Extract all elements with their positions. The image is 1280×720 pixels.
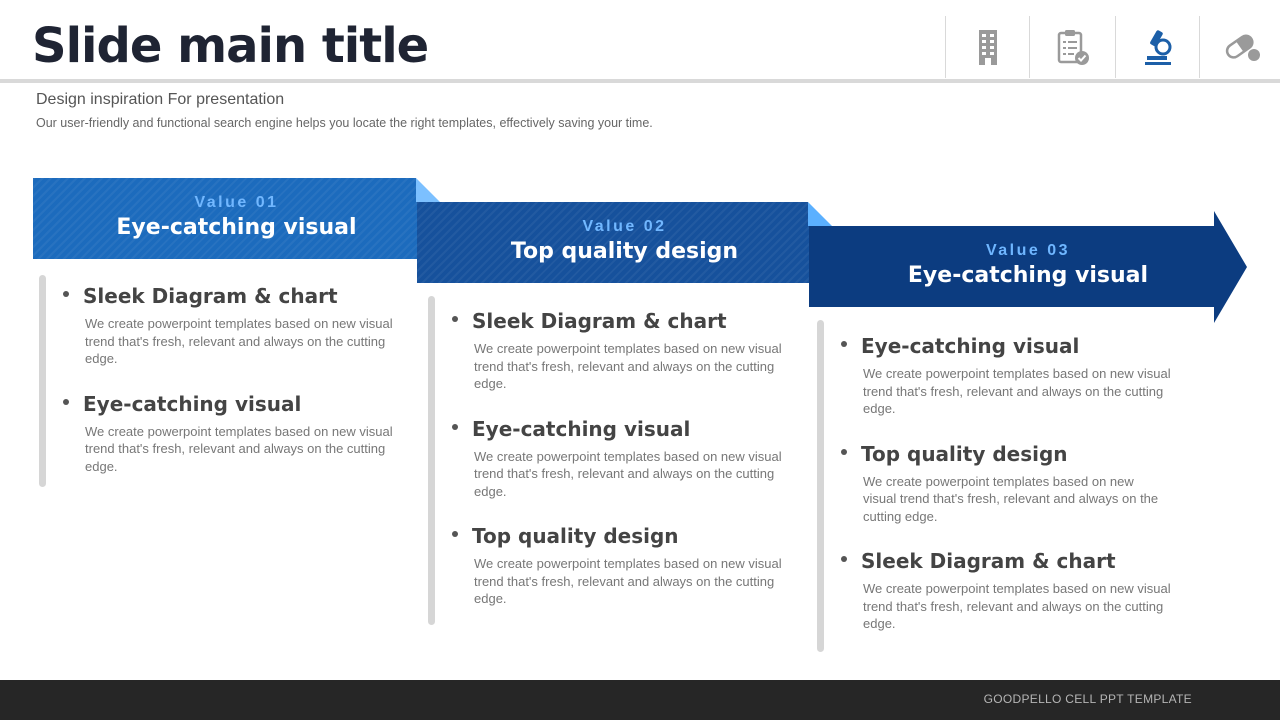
item-title: Top quality design [861, 441, 1068, 466]
clipboard-check-icon [1057, 30, 1089, 65]
bullet [63, 398, 69, 405]
item-title: Sleek Diagram & chart [472, 309, 727, 333]
value-heading: Eye-catching visual [907, 263, 1149, 288]
list-item: Top quality design We create powerpoint … [452, 522, 797, 608]
icon-tab-pill[interactable] [1199, 16, 1280, 78]
slide-subtitle: Design inspiration For presentation [36, 91, 285, 108]
bullet [841, 341, 847, 347]
item-body: We create powerpoint templates based on … [863, 473, 1159, 524]
value-tag: Value 02 [582, 218, 667, 235]
bullet [841, 448, 847, 455]
column-2-list: Sleek Diagram & chart We create powerpoi… [452, 307, 797, 608]
value-banner-1: Value 01 Eye-catching visual [33, 178, 440, 259]
slide-title: Slide main title [32, 18, 429, 74]
bullet [841, 556, 847, 562]
column-divider [428, 296, 435, 625]
building-icon [978, 30, 997, 65]
list-item: Top quality design We create powerpoint … [841, 440, 1191, 526]
footer-bar: GOODPELLO CELL PPT TEMPLATE [0, 680, 1280, 720]
column-3-list: Eye-catching visual We create powerpoint… [841, 332, 1191, 633]
footer-text: GOODPELLO CELL PPT TEMPLATE [983, 692, 1192, 706]
value-banner-3: Value 03 Eye-catching visual [809, 211, 1247, 323]
bullet [452, 423, 458, 430]
slide-description: Our user-friendly and functional search … [36, 116, 653, 130]
value-tag: Value 01 [194, 194, 279, 211]
value-heading: Top quality design [510, 239, 739, 264]
list-item: Sleek Diagram & chart We create powerpoi… [841, 547, 1191, 633]
item-title: Eye-catching visual [472, 416, 691, 441]
item-title: Sleek Diagram & chart [83, 284, 338, 308]
item-body: We create powerpoint templates based on … [474, 448, 782, 499]
icon-tab-clipboard[interactable] [1029, 16, 1113, 78]
column-1-list: Sleek Diagram & chart We create powerpoi… [63, 282, 408, 475]
pill-icon [1225, 34, 1260, 61]
header-divider [0, 79, 1280, 83]
item-title: Eye-catching visual [861, 334, 1080, 358]
value-tag: Value 03 [985, 242, 1071, 259]
bullet [452, 531, 458, 537]
icon-tab-microscope[interactable] [1115, 16, 1199, 83]
microscope-icon [1144, 30, 1171, 65]
column-divider [817, 320, 824, 652]
icon-tab-building[interactable] [945, 16, 1029, 78]
item-body: We create powerpoint templates based on … [474, 556, 782, 606]
item-body: We create powerpoint templates based on … [863, 581, 1171, 631]
item-title: Sleek Diagram & chart [861, 549, 1116, 573]
column-divider [39, 275, 46, 487]
item-body: We create powerpoint templates based on … [85, 316, 393, 366]
list-item: Eye-catching visual We create powerpoint… [452, 415, 797, 501]
item-title: Eye-catching visual [83, 391, 302, 416]
item-body: We create powerpoint templates based on … [474, 341, 782, 391]
arrow-shape [809, 211, 1247, 323]
bullet [63, 291, 69, 297]
bullet [452, 316, 458, 322]
list-item: Sleek Diagram & chart We create powerpoi… [452, 307, 797, 393]
value-banner-2: Value 02 Top quality design [417, 202, 832, 283]
value-heading: Eye-catching visual [116, 215, 357, 240]
item-body: We create powerpoint templates based on … [863, 366, 1171, 416]
list-item: Eye-catching visual We create powerpoint… [841, 332, 1191, 418]
list-item: Sleek Diagram & chart We create powerpoi… [63, 282, 408, 368]
list-item: Eye-catching visual We create powerpoint… [63, 390, 408, 476]
item-body: We create powerpoint templates based on … [85, 423, 393, 474]
item-title: Top quality design [472, 524, 679, 548]
